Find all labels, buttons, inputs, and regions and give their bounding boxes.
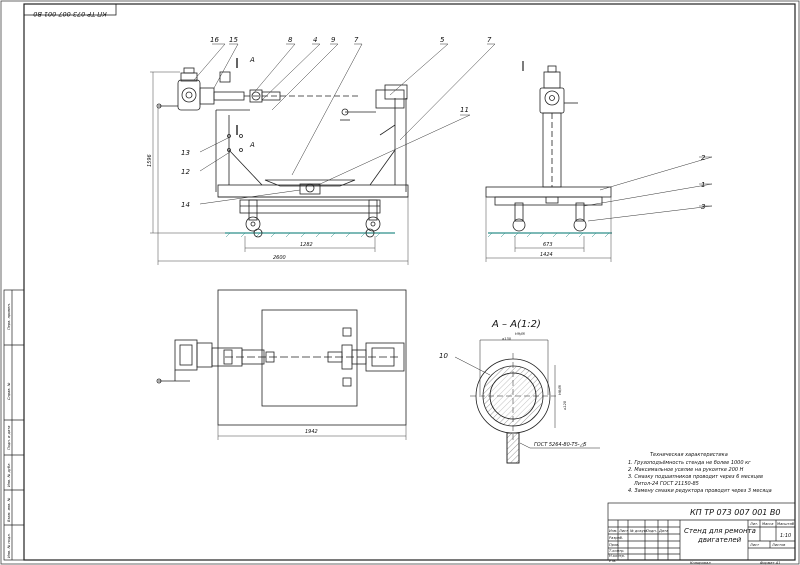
title-line-2: двигателей (697, 536, 742, 544)
tb-lit: Лит. (749, 522, 758, 526)
dim-shaft-fit: Н8/f8 (558, 385, 562, 395)
front-leaders (193, 43, 496, 205)
section-mark-a-top: А (249, 56, 255, 64)
notes-line-4: Литол-24 ГОСТ 21150-85 (633, 481, 699, 487)
side-dimensions (485, 61, 612, 262)
dim-hole-dia: ⌀130 (502, 337, 512, 341)
top-stamp-code: КП ТР 073 007 001 В0 (33, 10, 107, 18)
notes-heading: Техническая характеристика (650, 452, 728, 458)
dim-hole-fit: Н9/f8 (515, 332, 525, 336)
tb-scale-header: Масштаб (777, 522, 795, 526)
callout-10: 10 (439, 352, 448, 360)
tb-date: Дата (658, 529, 668, 533)
plan-view (156, 289, 407, 426)
callout-16: 16 (210, 36, 219, 44)
tb-approved: Утв. (609, 559, 617, 563)
tb-sheet-col: Лист (618, 529, 629, 533)
weld-standard: ГОСТ 5264-80-Т5-◿5 (534, 442, 587, 448)
notes-line-5: 4. Замену смазки редуктора проводят чере… (628, 488, 772, 494)
callout-11: 11 (460, 106, 469, 114)
notes-line-3: 3. Смазку подшипников проводит через 6 м… (628, 474, 763, 480)
tb-checked: Пров. (609, 543, 619, 547)
tb-scale: 1:10 (780, 533, 791, 539)
front-view (156, 58, 409, 238)
side-perv-primen: Перв. примен. (7, 303, 11, 330)
callout-13: 13 (181, 149, 190, 157)
side-vzam-inv: Взам. инв. № (7, 497, 11, 522)
callout-12: 12 (181, 168, 190, 176)
callout-8: 8 (288, 36, 293, 44)
tb-sheet: Лист (749, 543, 760, 547)
notes-line-2: 2. Максимальное усилие на рукоятке 200 Н (628, 467, 744, 473)
callout-1: 1 (701, 181, 705, 189)
callout-7b: 7 (487, 36, 492, 44)
section-title: А – А(1:2) (491, 319, 541, 330)
title-block (607, 502, 796, 561)
side-stamp (3, 289, 25, 561)
footer-copied: Копировал (690, 561, 711, 565)
dim-side-track: 673 (543, 242, 553, 248)
callout-7a: 7 (354, 36, 359, 44)
dim-overall-length: 2600 (273, 255, 286, 261)
plan-dimensions (217, 425, 407, 440)
tb-doc-no: № докум. (629, 529, 648, 533)
title-line-1: Стенд для ремонта (684, 527, 756, 535)
dim-side-width: 1424 (540, 252, 553, 258)
side-leaders (583, 156, 713, 222)
front-dimensions (150, 71, 409, 265)
tb-signature: Подп. (646, 529, 657, 533)
tb-developed: Разраб. (609, 536, 623, 540)
callout-9: 9 (331, 36, 336, 44)
callout-4: 4 (313, 36, 317, 44)
top-stamp: КП ТР 073 007 001 В0 (23, 3, 117, 18)
side-sprav: Справ. № (7, 382, 11, 400)
section-view (454, 339, 600, 464)
callout-15: 15 (229, 36, 238, 44)
dim-shaft-dia: ⌀120 (563, 400, 567, 410)
dim-plan-width: 1942 (305, 429, 318, 435)
callout-3: 3 (701, 203, 705, 211)
tb-norm-control: Н.контр. (609, 554, 625, 558)
callout-14: 14 (181, 201, 190, 209)
side-view (485, 65, 612, 238)
side-inv-dubl: Инв. № дубл. (7, 462, 11, 487)
technical-notes: Техническая характеристика 1. Грузоподъё… (628, 452, 772, 494)
side-podp-data-1: Подп. и дата (7, 426, 11, 450)
tb-sheets: Листов (771, 543, 785, 547)
side-inv-podl: Инв. № подл. (7, 533, 11, 558)
tb-mass: Масса (762, 522, 773, 526)
title-code: КП ТР 073 007 001 В0 (690, 508, 781, 517)
callout-2: 2 (701, 154, 706, 162)
tb-change: Изм. (609, 529, 617, 533)
tb-tech-control: Т.контр. (609, 549, 625, 553)
section-mark-a-bottom: А (249, 141, 255, 149)
inner-frame (23, 3, 796, 561)
notes-line-1: 1. Грузоподъёмность стенда не более 1000… (628, 460, 751, 466)
footer-format: Формат А1 (760, 561, 780, 565)
dim-height: 1596 (147, 154, 153, 167)
dim-wheelbase: 1282 (300, 242, 313, 248)
callout-5: 5 (440, 36, 445, 44)
